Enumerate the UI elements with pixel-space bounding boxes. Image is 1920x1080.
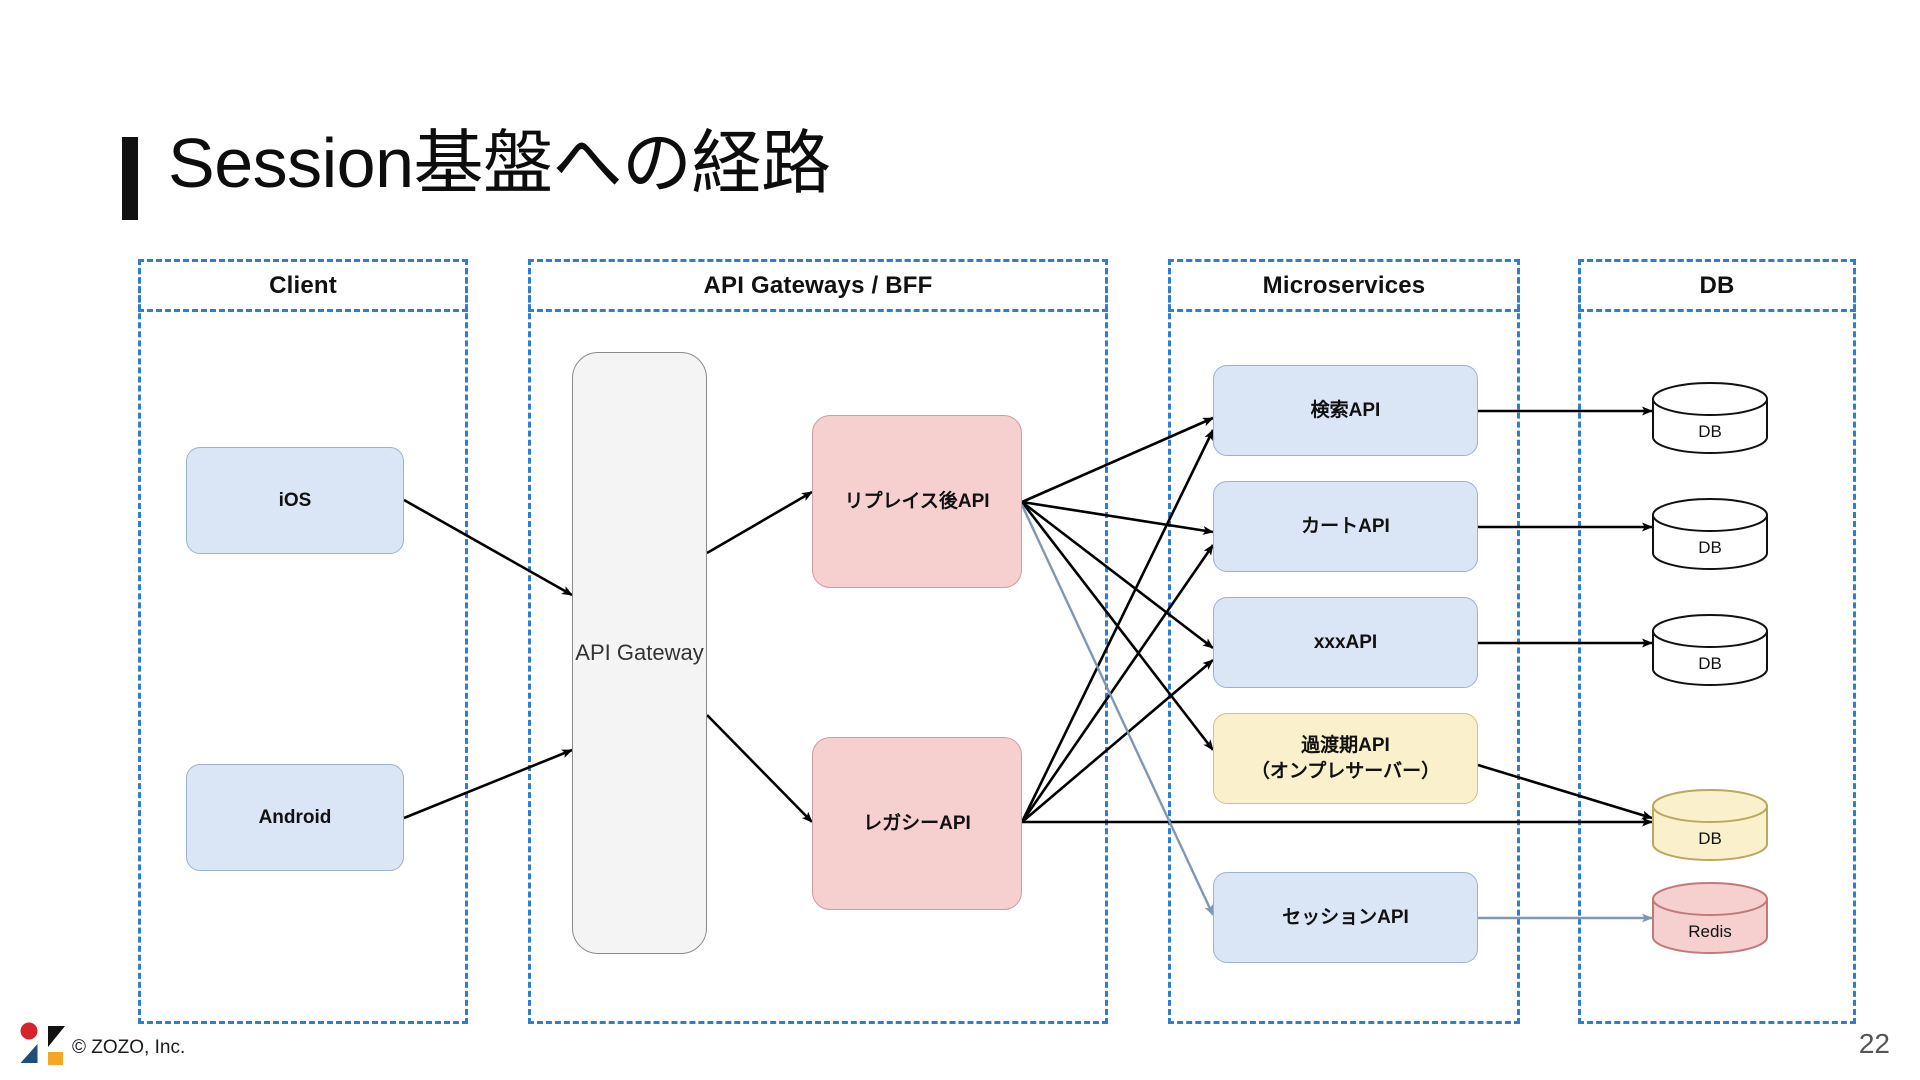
page-title: Session基盤への経路 — [168, 124, 831, 202]
title-accent-bar — [122, 137, 138, 220]
node-ios-label: iOS — [278, 489, 312, 511]
node-new-api-label: リプレイス後API — [844, 490, 990, 512]
node-transition-api-label-line2: （オンプレサーバー） — [1250, 760, 1441, 782]
node-transition-api-label-line1: 過渡期API — [1301, 734, 1390, 756]
node-redis-label: Redis — [1688, 922, 1732, 941]
node-db-xxx[interactable]: DB — [1652, 614, 1768, 686]
node-db-legacy[interactable]: DB — [1652, 789, 1768, 861]
node-legacy-api[interactable]: レガシーAPI — [812, 737, 1022, 910]
node-cart-api[interactable]: カートAPI — [1213, 481, 1478, 572]
node-new-api[interactable]: リプレイス後API — [812, 415, 1022, 588]
lane-label-db: DB — [1699, 271, 1735, 299]
node-db-cart-label: DB — [1698, 538, 1722, 557]
node-db-xxx-label: DB — [1698, 654, 1722, 673]
page-number: 22 — [1858, 1028, 1890, 1059]
node-db-legacy-label: DB — [1698, 829, 1722, 848]
node-transition-api[interactable]: 過渡期API （オンプレサーバー） — [1213, 713, 1478, 804]
lane-header-microservices: Microservices — [1168, 259, 1520, 312]
node-xxx-api-label: xxxAPI — [1313, 631, 1378, 653]
node-api-gateway[interactable]: API Gateway — [572, 352, 707, 954]
node-search-api-label: 検索API — [1310, 399, 1381, 421]
node-xxx-api[interactable]: xxxAPI — [1213, 597, 1478, 688]
zozo-logo-icon — [20, 1022, 65, 1065]
lane-header-client: Client — [138, 259, 468, 312]
node-android-label: Android — [258, 806, 332, 828]
lane-client: Client — [138, 259, 468, 1024]
node-db-search[interactable]: DB — [1652, 382, 1768, 454]
node-session-api-label: セッションAPI — [1282, 906, 1409, 928]
lane-db: DB — [1578, 259, 1856, 1024]
node-ios[interactable]: iOS — [186, 447, 404, 554]
node-legacy-api-label: レガシーAPI — [863, 812, 971, 834]
copyright-text: © ZOZO, Inc. — [72, 1037, 186, 1058]
node-cart-api-label: カートAPI — [1301, 515, 1390, 537]
lane-header-db: DB — [1578, 259, 1856, 312]
lane-label-client: Client — [269, 271, 337, 299]
lane-header-api-gateways: API Gateways / BFF — [528, 259, 1108, 312]
node-search-api[interactable]: 検索API — [1213, 365, 1478, 456]
node-redis[interactable]: Redis — [1652, 882, 1768, 954]
node-session-api[interactable]: セッションAPI — [1213, 872, 1478, 963]
lane-label-microservices: Microservices — [1262, 271, 1426, 299]
node-android[interactable]: Android — [186, 764, 404, 871]
node-api-gateway-label: API Gateway — [575, 640, 704, 666]
node-db-search-label: DB — [1698, 422, 1722, 441]
node-db-cart[interactable]: DB — [1652, 498, 1768, 570]
lane-label-api-gateways: API Gateways / BFF — [703, 271, 933, 299]
